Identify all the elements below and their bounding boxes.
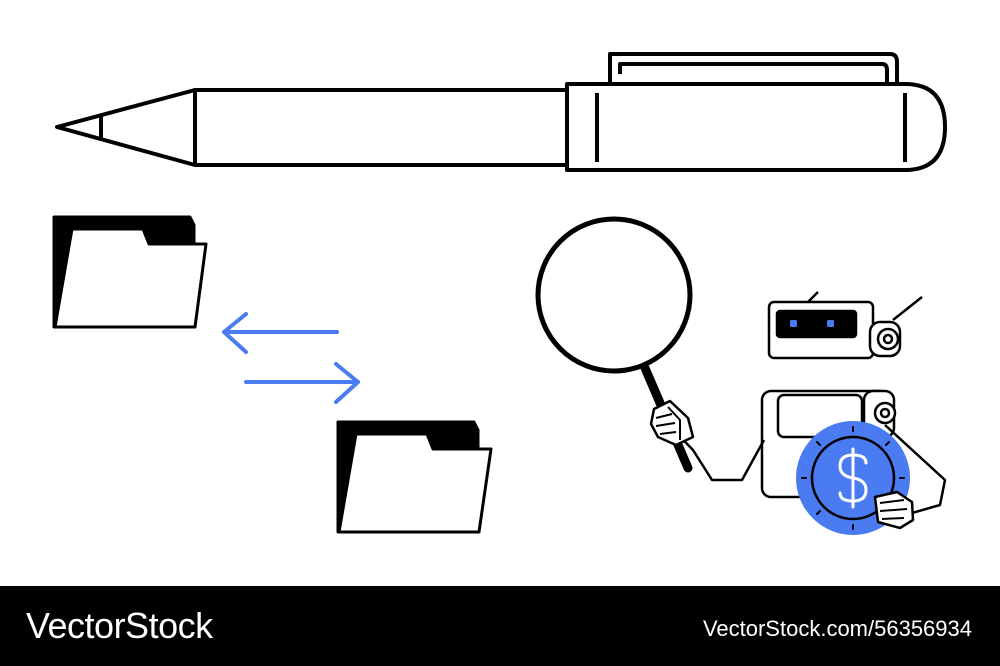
magnifying-glass-icon xyxy=(535,216,693,473)
brand-logo: VectorStock xyxy=(26,605,213,646)
folder-icon xyxy=(52,215,208,329)
footer-bar: VectorStock VectorStock.com/56356934 xyxy=(0,586,1000,666)
folder-icon xyxy=(336,420,493,534)
image-id-label: VectorStock.com/56356934 xyxy=(702,616,972,641)
arrow-right-icon xyxy=(244,362,360,404)
robot-hand-icon xyxy=(873,490,915,530)
pen-icon xyxy=(55,52,947,172)
illustration xyxy=(52,52,947,535)
arrow-left-icon xyxy=(222,312,339,354)
